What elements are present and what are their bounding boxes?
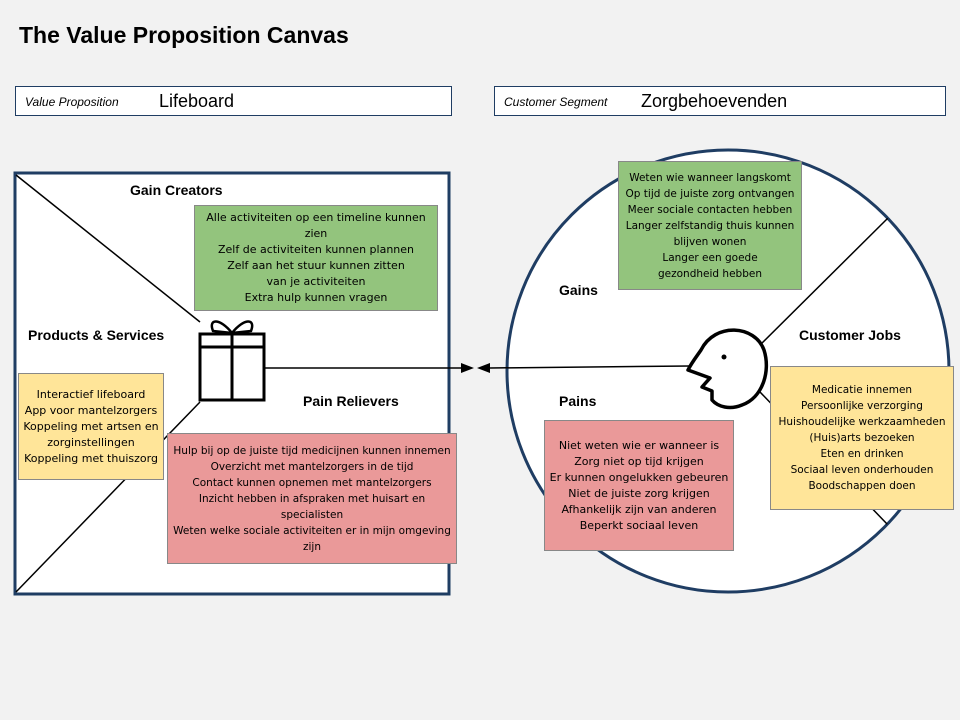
- pains-note: Niet weten wie er wanneer is Zorg niet o…: [544, 420, 734, 551]
- gain-creators-heading: Gain Creators: [130, 182, 223, 198]
- list-item: Medicatie innemen: [811, 384, 913, 396]
- list-item: Langer een goede gezondheid hebben: [658, 251, 762, 280]
- list-item: Huishoudelijke werkzaamheden: [778, 416, 946, 428]
- products-services-heading: Products & Services: [28, 327, 165, 343]
- pain-relievers-note: Hulp bij op de juiste tijd medicijnen ku…: [167, 433, 457, 564]
- customer-segment-label: Customer Segment: [504, 95, 608, 109]
- list-item: Contact kunnen opnemen met mantelzorgers: [192, 476, 432, 489]
- pains-heading: Pains: [559, 393, 597, 409]
- value-proposition-value: Lifeboard: [159, 91, 235, 111]
- list-item: Overzicht met mantelzorgers in de tijd: [210, 460, 414, 473]
- list-item: Eten en drinken: [820, 448, 904, 460]
- products-services-note: Interactief lifeboard App voor mantelzor…: [18, 373, 164, 480]
- list-item: Interactief lifeboard: [36, 387, 146, 401]
- face-profile-icon: [686, 328, 769, 410]
- list-item: Boodschappen doen: [808, 480, 916, 492]
- list-item: Er kunnen ongelukken gebeuren: [549, 470, 729, 484]
- list-item: Koppeling met artsen en zorginstellingen: [23, 419, 159, 449]
- list-item: Inzicht hebben in afspraken met huisart …: [198, 492, 426, 521]
- list-item: Zorg niet op tijd krijgen: [574, 454, 704, 468]
- list-item: Op tijd de juiste zorg ontvangen: [625, 187, 795, 200]
- customer-segment-field[interactable]: Customer Segment Zorgbehoevenden: [494, 86, 946, 116]
- list-item: Extra hulp kunnen vragen: [244, 291, 388, 304]
- pain-relievers-heading: Pain Relievers: [303, 393, 399, 409]
- list-item: Zelf de activiteiten kunnen plannen: [217, 243, 415, 256]
- list-item: (Huis)arts bezoeken: [809, 432, 915, 444]
- gains-note: Weten wie wanneer langskomt Op tijd de j…: [618, 161, 802, 290]
- value-proposition-field[interactable]: Value Proposition Lifeboard: [15, 86, 452, 116]
- gains-heading: Gains: [559, 282, 598, 298]
- page-title: The Value Proposition Canvas: [19, 22, 349, 48]
- gift-icon: [198, 320, 266, 402]
- list-item: Niet de juiste zorg krijgen: [568, 486, 710, 500]
- list-item: Alle activiteiten op een timeline kunnen…: [206, 211, 426, 240]
- list-item: Koppeling met thuiszorg: [24, 451, 158, 465]
- double-arrow-icon: [265, 363, 691, 373]
- list-item: Langer zelfstandig thuis kunnen blijven …: [625, 219, 795, 248]
- list-item: App voor mantelzorgers: [24, 403, 158, 417]
- list-item: Weten welke sociale activiteiten er in m…: [173, 524, 451, 553]
- customer-jobs-note: Medicatie innemen Persoonlijke verzorgin…: [770, 366, 954, 510]
- list-item: Niet weten wie er wanneer is: [558, 438, 720, 452]
- list-item: Hulp bij op de juiste tijd medicijnen ku…: [173, 444, 451, 457]
- list-item: Meer sociale contacten hebben: [627, 203, 793, 216]
- list-item: Persoonlijke verzorging: [801, 400, 923, 412]
- list-item: Weten wie wanneer langskomt: [629, 171, 791, 184]
- gain-creators-note: Alle activiteiten op een timeline kunnen…: [194, 205, 438, 311]
- list-item: Afhankelijk zijn van anderen: [561, 502, 717, 516]
- customer-jobs-heading: Customer Jobs: [799, 327, 901, 343]
- customer-segment-value: Zorgbehoevenden: [641, 91, 788, 111]
- list-item: Sociaal leven onderhouden: [790, 464, 934, 476]
- value-proposition-label: Value Proposition: [25, 95, 119, 109]
- list-item: Beperkt sociaal leven: [579, 518, 699, 532]
- list-item: Zelf aan het stuur kunnen zitten van je …: [227, 259, 405, 288]
